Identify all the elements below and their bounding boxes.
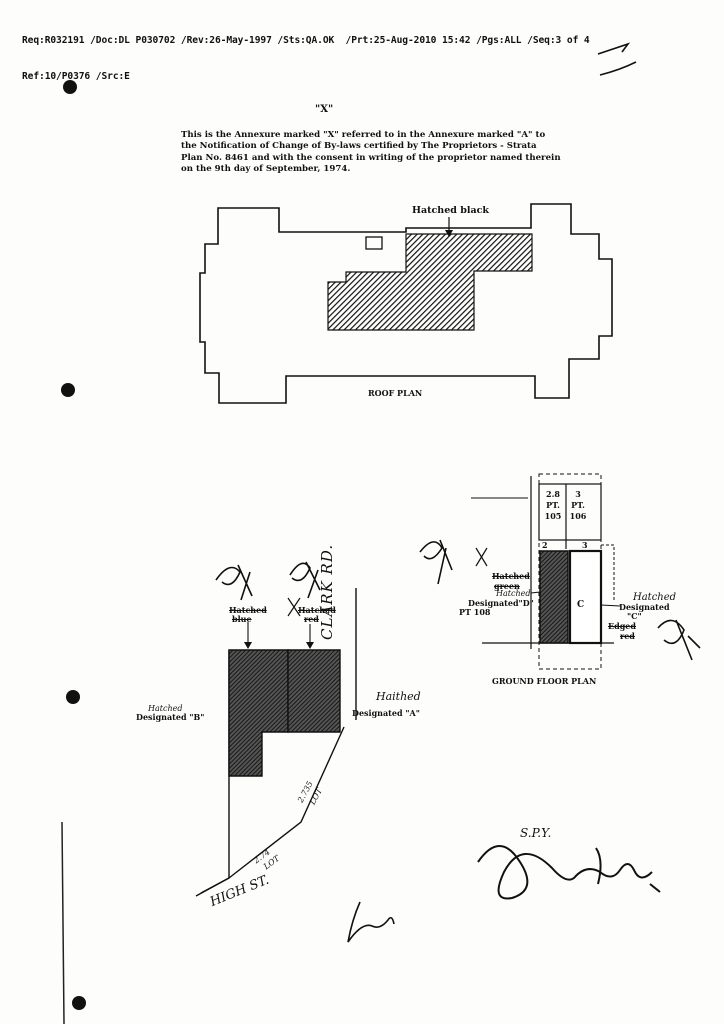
header-line-1: Req:R032191 /Doc:DL P030702 /Rev:26-May-…	[22, 35, 590, 46]
x-mark	[287, 597, 301, 617]
designated-d-label: Designated"D"	[468, 598, 534, 608]
unit-pt106-cell: 3 PT. 106	[569, 489, 587, 521]
header-line-2: Ref:10/P0376 /Src:E	[22, 71, 130, 82]
pt108-label: PT 108	[459, 607, 491, 617]
clark-rd-label: CLARK RD.	[318, 543, 336, 640]
initials-mark	[289, 561, 321, 599]
hatched-handwritten-c: Hatched	[633, 592, 677, 603]
leader-line	[530, 591, 541, 594]
paragraph-line: This is the Annexure marked "X" referred…	[181, 130, 546, 140]
signature-note: S.P.Y.	[520, 826, 552, 840]
roof-plan-caption: ROOF PLAN	[368, 388, 423, 398]
roof-hatched-area	[327, 233, 533, 331]
red-label: red	[620, 631, 635, 641]
unit-c-dashed-edge	[601, 544, 615, 600]
blue-label: blue	[232, 614, 252, 624]
unit-d-hatched	[539, 550, 569, 644]
paragraph-line: the Notification of Change of By-laws ce…	[181, 141, 537, 152]
punch-hole	[63, 80, 77, 94]
edged-label: Edged	[608, 621, 636, 631]
red-label: red	[304, 614, 319, 624]
x-mark	[475, 547, 488, 567]
high-st-line	[195, 877, 230, 897]
signature	[477, 845, 661, 900]
hatched-handwritten-b: Hatched	[148, 704, 183, 713]
lot-b-hatched	[228, 649, 289, 777]
punch-hole	[66, 690, 80, 704]
lot-a-hatched	[287, 649, 341, 733]
hatched-black-label: Hatched black	[412, 205, 489, 216]
upper-cell-frame	[538, 483, 602, 541]
annexure-paragraph: This is the Annexure marked "X" referred…	[181, 130, 611, 175]
paragraph-line: on the 9th day of September, 1974.	[181, 163, 351, 174]
designated-c-letter: "C"	[627, 611, 642, 621]
designated-c-label: Designated	[619, 602, 670, 612]
ground-floor-caption: GROUND FLOOR PLAN	[492, 676, 597, 686]
hatched-blue-label: Hatched	[229, 605, 267, 615]
page-scribble	[597, 42, 637, 76]
unit-number-2: 2	[542, 540, 548, 550]
initials-mark	[215, 564, 253, 601]
page-edge-line	[61, 821, 65, 1024]
leader-line	[600, 604, 621, 607]
green-label: green	[494, 581, 520, 591]
designated-b-label: Designated "B"	[136, 712, 205, 722]
arrow-head	[306, 642, 314, 649]
unit-pt105-cell: 2.8 PT. 105	[544, 489, 562, 521]
punch-hole	[61, 383, 75, 397]
hatched-handwritten-a: Haithed	[376, 690, 421, 703]
roof-plan-outline	[199, 203, 613, 404]
unit-c-letter: C	[577, 600, 585, 610]
hatched-red-label: Hatched	[298, 605, 336, 615]
signature	[347, 901, 395, 943]
document-header: Req:R032191 /Doc:DL P030702 /Rev:26-May-…	[22, 11, 712, 95]
unit-c-box	[568, 549, 603, 645]
initials-mark	[419, 539, 453, 585]
arrow-head	[445, 230, 453, 237]
roof-chimney	[365, 236, 383, 250]
hatched-handwritten-d: Hatched	[496, 589, 531, 598]
arrow-head	[244, 642, 252, 649]
unit-number-3: 3	[582, 540, 588, 550]
designated-a-label: Designated "A"	[352, 708, 420, 718]
hatched-green-label: Hatched	[492, 571, 530, 581]
punch-hole	[72, 996, 86, 1010]
initials-mark	[657, 619, 701, 661]
paragraph-line: Plan No. 8461 and with the consent in wr…	[181, 152, 561, 163]
annexure-title: "X"	[315, 104, 334, 115]
